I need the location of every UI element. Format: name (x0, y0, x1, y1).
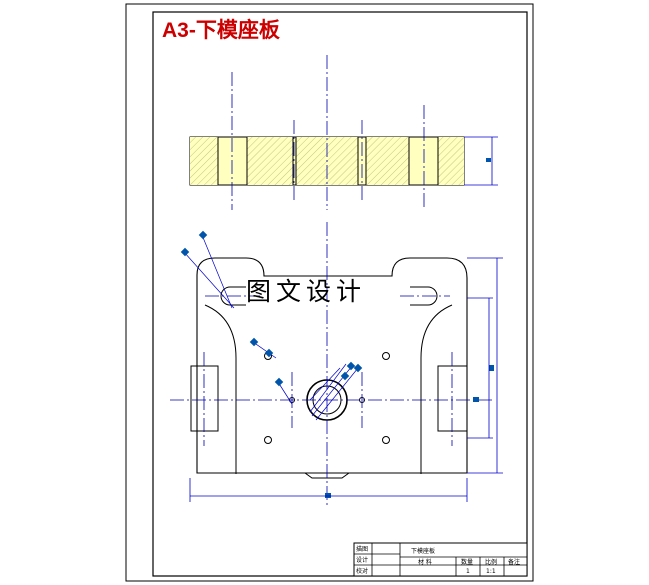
leader-mark (249, 337, 259, 347)
plan-view (170, 222, 503, 505)
quantity-label: 数量 (461, 558, 473, 566)
section-hatch-5 (438, 137, 464, 185)
hole-bottom-left (264, 436, 272, 444)
drawing-name: 下模座板 (411, 547, 435, 555)
dimension-marker (325, 493, 331, 498)
leader-mark (264, 348, 274, 358)
leader-mark (198, 230, 208, 240)
right-slot (410, 286, 438, 306)
scale-value: 1:1 (486, 568, 496, 575)
leader-mark (180, 247, 190, 257)
section-hatch-4 (366, 137, 409, 185)
dimension-marker (489, 365, 494, 371)
leader-mark (340, 371, 350, 381)
scale-label: 比例 (485, 558, 497, 566)
material-label: 材 料 (418, 558, 432, 566)
leader-mark (346, 361, 356, 371)
dimension-marker (486, 158, 491, 162)
title-block: 描图 设计 校对 下模座板 材 料 数量 比例 备注 1 1:1 (353, 542, 528, 577)
right-pocket (437, 365, 468, 432)
left-pocket (190, 365, 219, 432)
title-block-frame (353, 542, 528, 577)
inner-border (152, 11, 528, 577)
left-arm-inner (204, 304, 237, 474)
sheet-borders (125, 3, 534, 582)
outer-border (125, 3, 534, 582)
drawing-title: A3-下模座板 (162, 18, 281, 42)
plate-outline (196, 257, 468, 474)
watermark-text: 图文设计 (246, 277, 366, 306)
section-view (189, 55, 498, 210)
section-hatch-1 (190, 137, 218, 185)
hole-bottom-right (382, 436, 390, 444)
hole-top-right (382, 352, 390, 360)
dimension-marker (473, 397, 479, 402)
quantity-value: 1 (466, 568, 470, 575)
leader-mark (274, 377, 284, 387)
section-hatch-2 (247, 137, 293, 185)
row-label-check: 校对 (356, 567, 368, 575)
right-arm-inner (420, 304, 453, 474)
remarks-label: 备注 (508, 558, 520, 566)
left-slot (220, 286, 246, 306)
row-label-design: 设计 (356, 556, 368, 564)
row-label-tracing: 描图 (356, 545, 368, 553)
leader-mark (353, 363, 363, 373)
